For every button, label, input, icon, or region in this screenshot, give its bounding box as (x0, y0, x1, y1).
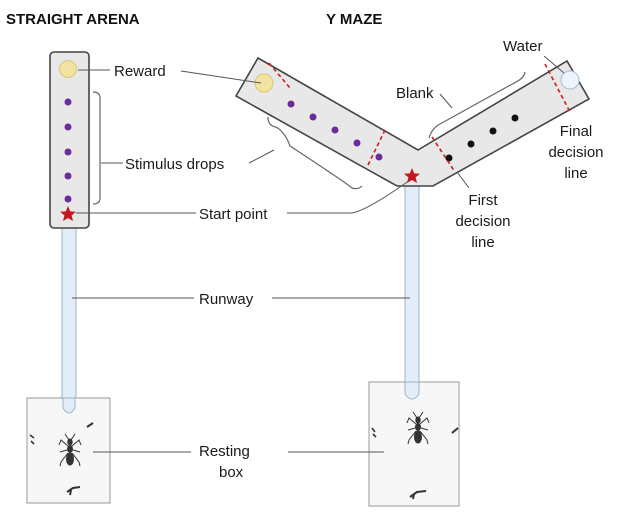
stimulus-bracket-y (267, 116, 363, 190)
ant-icon (58, 433, 82, 467)
reward-label: Reward (114, 63, 166, 80)
blank-bracket (428, 71, 526, 139)
blank-leader (439, 93, 453, 109)
straight-stimulus-drops (64, 98, 72, 203)
final-decision-line-label-1: Final (560, 123, 593, 140)
start-star-icon (404, 168, 420, 183)
first-decision-line-label-3: line (471, 234, 494, 251)
blank-drop (511, 114, 519, 122)
reward-line (268, 62, 291, 89)
blank-drop (467, 140, 475, 148)
ant-icon (86, 422, 94, 428)
runway-entrance (62, 397, 76, 414)
straight-arena-track (49, 51, 90, 229)
stimulus-drop (287, 100, 295, 108)
straight-arena (49, 51, 101, 399)
stimulus-drop (309, 113, 317, 121)
y-maze-track (234, 56, 591, 187)
reward-drop-icon (59, 60, 77, 78)
stimulus-drop (331, 126, 339, 134)
resting-box-right (368, 381, 460, 507)
stimulus-drop (64, 98, 72, 106)
stimulus-leader-right (248, 149, 275, 164)
resting-box-label-2: box (219, 464, 244, 481)
ant-icon (406, 411, 430, 445)
ant-icon (409, 490, 427, 500)
resting-box-label-1: Resting (199, 443, 250, 460)
first-decision-line-label-2: decision (455, 213, 510, 230)
stimulus-drop (64, 195, 72, 203)
start-point-leader-right (287, 179, 411, 214)
straight-runway (61, 225, 77, 399)
labels: Reward Water Blank Stimulus drops Final … (72, 38, 604, 481)
final-decision-line-label-3: line (564, 165, 587, 182)
water-drop-icon (560, 70, 580, 90)
start-point-label: Start point (199, 206, 268, 223)
straight-resting-box (26, 397, 111, 504)
reward-drop-icon (254, 73, 274, 93)
ant-icon (66, 486, 81, 496)
first-decision-line-label-1: First (468, 192, 498, 209)
first-decision-leader (456, 171, 470, 189)
stimulus-drop (64, 172, 72, 180)
y-maze (234, 56, 591, 383)
ant-icon (451, 427, 459, 434)
final-decision-line-label-2: decision (548, 144, 603, 161)
stimulus-drop (64, 123, 72, 131)
ant-icon (371, 427, 377, 438)
final-decision-line (544, 63, 571, 113)
start-star-icon (60, 206, 76, 221)
blank-label: Blank (396, 85, 434, 102)
water-label: Water (503, 38, 542, 55)
stimulus-drop (64, 148, 72, 156)
runway-entrance (404, 381, 420, 400)
y-resting-box (368, 381, 460, 507)
stimulus-drops-label: Stimulus drops (125, 156, 224, 173)
stimulus-drop (375, 153, 383, 161)
y-blank-drops (445, 114, 519, 162)
stimulus-bracket-left (92, 91, 101, 205)
ant-icon (29, 434, 35, 445)
blank-drop (489, 127, 497, 135)
straight-arena-title: STRAIGHT ARENA (6, 11, 140, 28)
y-stimulus-drops (287, 100, 383, 161)
runway-label: Runway (199, 291, 254, 308)
water-leader (543, 55, 565, 74)
blank-drop (445, 154, 453, 162)
y-maze-runway (404, 185, 420, 383)
stimulus-drop (353, 139, 361, 147)
reward-leader-right (180, 70, 262, 84)
y-maze-title: Y MAZE (326, 11, 382, 28)
